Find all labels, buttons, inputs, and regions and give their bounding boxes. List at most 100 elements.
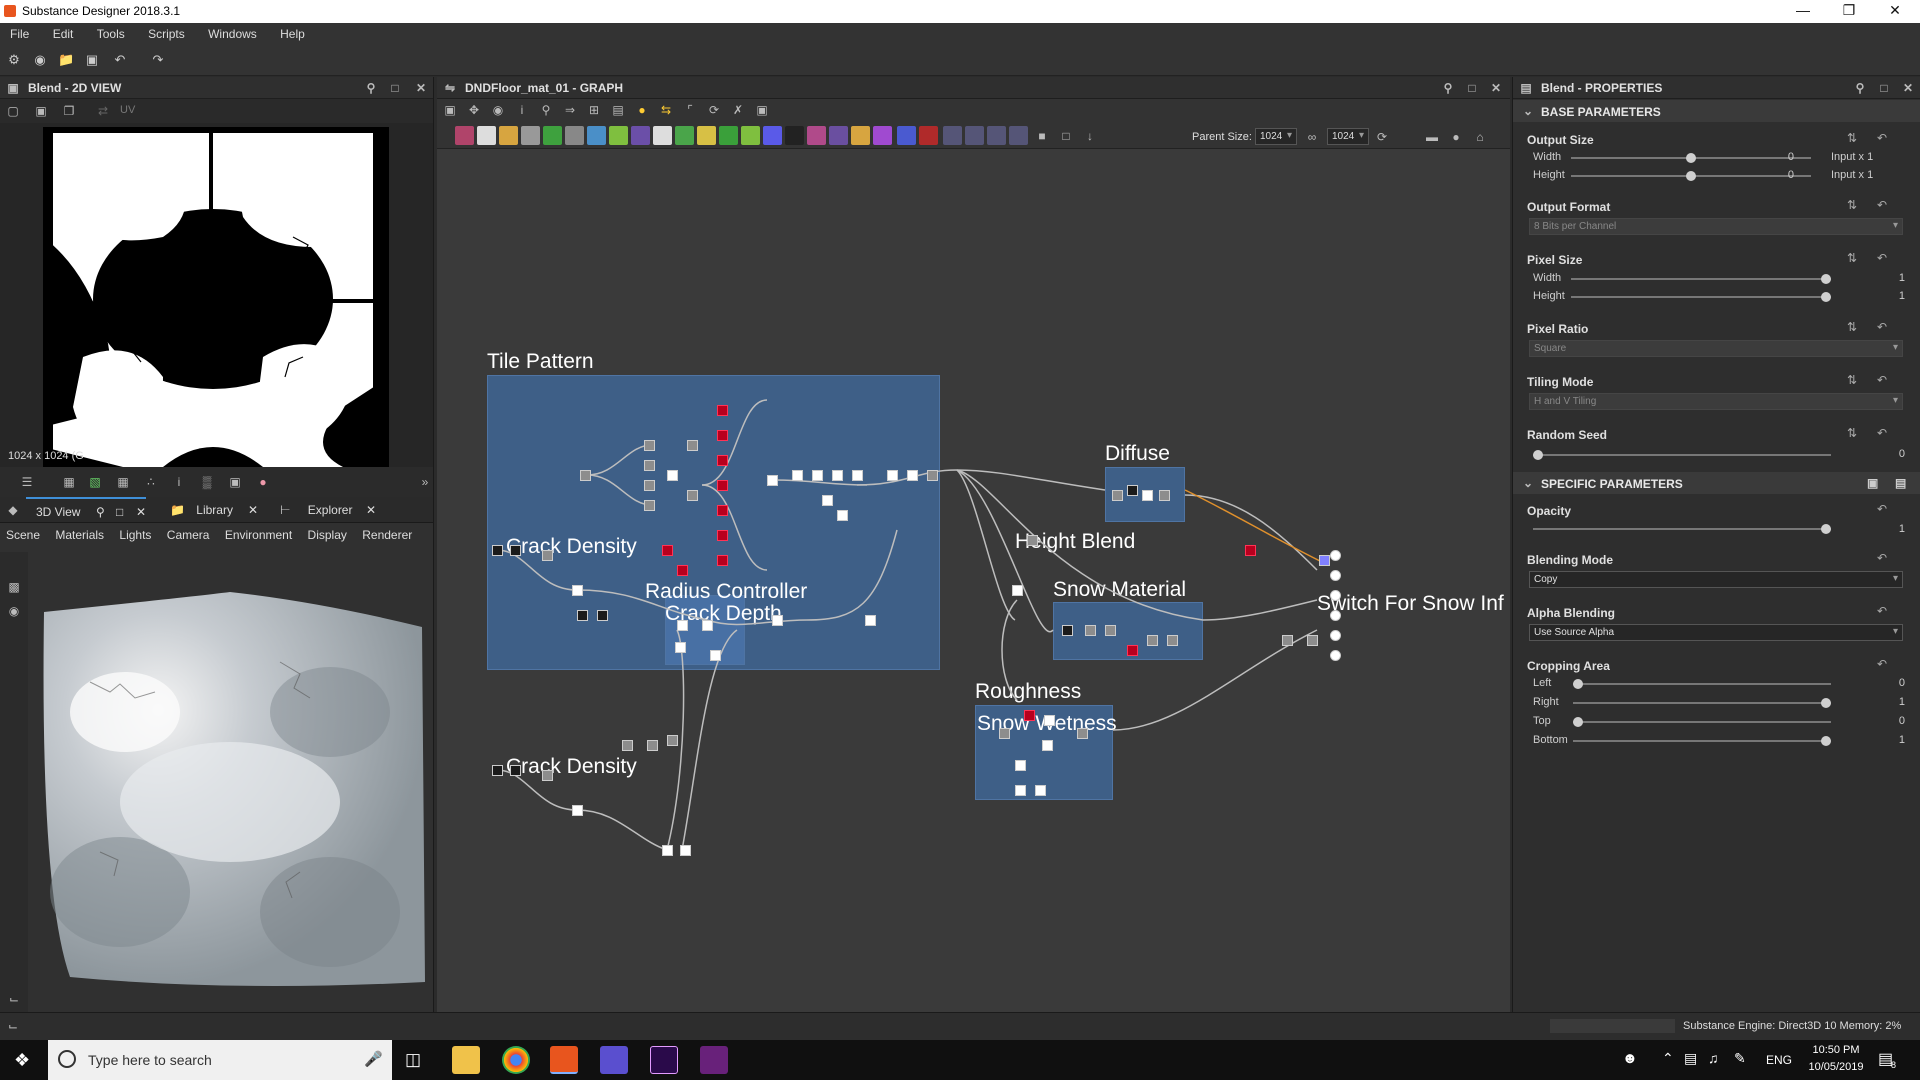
minimize-button[interactable]: —: [1796, 2, 1810, 18]
output-height-slider[interactable]: [1571, 171, 1811, 181]
discord-icon[interactable]: [600, 1046, 628, 1074]
menu-renderer[interactable]: Renderer: [362, 528, 413, 542]
tools-icon[interactable]: ✗: [732, 103, 744, 117]
link-size-icon[interactable]: ∞: [1307, 130, 1317, 144]
close-tab-icon[interactable]: ✕: [136, 505, 147, 519]
graph-node[interactable]: [667, 470, 678, 481]
windows-start-icon[interactable]: ❖: [14, 1050, 31, 1070]
graph-node[interactable]: [510, 765, 521, 776]
menu-edit[interactable]: Edit: [52, 27, 74, 41]
graph-node[interactable]: [1035, 785, 1046, 796]
graph-node[interactable]: [1105, 625, 1116, 636]
reset-icon[interactable]: ↶: [1877, 373, 1888, 387]
graph-node[interactable]: [644, 460, 655, 471]
graph-node[interactable]: [1015, 760, 1026, 771]
graph-node[interactable]: [1127, 645, 1138, 656]
crop-left-slider[interactable]: [1573, 679, 1831, 689]
graph-node[interactable]: [597, 610, 608, 621]
graph-node[interactable]: [717, 505, 728, 516]
graph-node[interactable]: [927, 470, 938, 481]
close-panel-icon[interactable]: ✕: [1490, 81, 1502, 95]
node-input-icon[interactable]: [943, 126, 962, 145]
crop-bottom-slider[interactable]: [1573, 736, 1831, 746]
alpha-blending-dropdown[interactable]: Use Source Alpha▾: [1529, 624, 1903, 641]
graph-node[interactable]: [1167, 635, 1178, 646]
menu-materials[interactable]: Materials: [55, 528, 105, 542]
graph-node[interactable]: [580, 470, 591, 481]
pin-icon[interactable]: ⚲: [366, 81, 376, 95]
engine-icon[interactable]: ●: [1452, 130, 1460, 144]
graph-node[interactable]: [1307, 635, 1318, 646]
checker-icon[interactable]: ▦: [63, 475, 75, 489]
float-panel-icon[interactable]: □: [1468, 81, 1476, 95]
graph-node[interactable]: [1062, 625, 1073, 636]
reset-icon[interactable]: ↶: [1877, 251, 1888, 265]
close-window-button[interactable]: ✕: [1889, 2, 1901, 18]
node-pixel-icon[interactable]: [697, 126, 716, 145]
close-panel-icon[interactable]: ✕: [415, 81, 427, 95]
reset-icon[interactable]: ↶: [1877, 198, 1888, 212]
search-icon[interactable]: ⚲: [541, 103, 551, 117]
graph-node[interactable]: [822, 495, 833, 506]
redo-icon[interactable]: ↷: [152, 52, 164, 67]
node-fxmap-icon[interactable]: [1009, 126, 1028, 145]
save-icon[interactable]: ▣: [85, 52, 99, 67]
slider-handle[interactable]: [1821, 292, 1831, 302]
graph-canvas[interactable]: Tile Pattern Crack Density Radius Contro…: [437, 150, 1510, 1012]
frame-selected-icon[interactable]: ✥: [468, 103, 480, 117]
clock-time[interactable]: 10:50 PM: [1812, 1044, 1860, 1056]
python-icon[interactable]: ●: [638, 103, 646, 117]
relative-to-parent-icon[interactable]: ⇅: [1847, 251, 1858, 265]
menu-tools[interactable]: Tools: [96, 27, 125, 41]
histogram-icon[interactable]: ▒: [202, 475, 212, 489]
people-icon[interactable]: ☻: [1622, 1050, 1638, 1067]
reset-icon[interactable]: ↶: [1877, 131, 1888, 145]
tiling-mode-dropdown[interactable]: H and V Tiling▾: [1529, 393, 1903, 410]
dot-node-icon[interactable]: ↓: [1087, 129, 1093, 143]
node-library-icon[interactable]: [455, 126, 474, 145]
new-graph-icon[interactable]: ◉: [34, 52, 46, 67]
light-icon[interactable]: ◉: [8, 604, 20, 618]
graph-node[interactable]: [687, 440, 698, 451]
layout-icon[interactable]: ⊞: [588, 103, 600, 117]
node-transform-icon[interactable]: [565, 126, 584, 145]
size-dropdown[interactable]: 1024▾: [1327, 128, 1369, 145]
save-image-icon[interactable]: ▣: [35, 104, 47, 118]
reset-icon[interactable]: ↶: [1877, 320, 1888, 334]
slider-handle[interactable]: [1533, 450, 1543, 460]
graph-node[interactable]: [1012, 585, 1023, 596]
menu-scene[interactable]: Scene: [6, 528, 41, 542]
pin-icon[interactable]: ⚲: [1443, 81, 1453, 95]
file-explorer-icon[interactable]: [452, 1046, 480, 1074]
graph-node[interactable]: [907, 470, 918, 481]
camera-icon[interactable]: ▩: [8, 580, 20, 594]
info-icon[interactable]: i: [177, 475, 181, 489]
float-panel-icon[interactable]: □: [1880, 81, 1888, 95]
reset-icon[interactable]: ↶: [1877, 551, 1888, 565]
relative-to-parent-icon[interactable]: ⇅: [1847, 320, 1858, 334]
pin-icon[interactable]: ⚲: [1855, 81, 1865, 95]
node-text-icon[interactable]: [873, 126, 892, 145]
graph-node[interactable]: [717, 405, 728, 416]
slider-handle[interactable]: [1573, 679, 1583, 689]
network-icon[interactable]: ▤: [1684, 1050, 1698, 1066]
layers-icon[interactable]: ☰: [21, 475, 33, 489]
connect-icon[interactable]: ⌜: [687, 103, 693, 117]
graph-node[interactable]: [832, 470, 843, 481]
substance-designer-icon[interactable]: [550, 1046, 578, 1074]
slider-handle[interactable]: [1821, 274, 1831, 284]
compute-icon[interactable]: ▬: [1426, 130, 1438, 144]
grid-icon[interactable]: ▦: [117, 475, 129, 489]
graph-node[interactable]: [1077, 728, 1088, 739]
frame-all-icon[interactable]: ▣: [444, 103, 456, 117]
pen-icon[interactable]: ✎: [1734, 1050, 1746, 1066]
node-switch-icon[interactable]: [987, 126, 1006, 145]
crop-top-slider[interactable]: [1573, 717, 1831, 727]
graph-node[interactable]: [792, 470, 803, 481]
graph-node[interactable]: [1142, 490, 1153, 501]
graph-node[interactable]: [865, 615, 876, 626]
menu-file[interactable]: File: [10, 27, 30, 41]
node-fill-icon[interactable]: [499, 126, 518, 145]
node-value-icon[interactable]: [965, 126, 984, 145]
save-preset-icon[interactable]: ▣: [1867, 476, 1879, 490]
